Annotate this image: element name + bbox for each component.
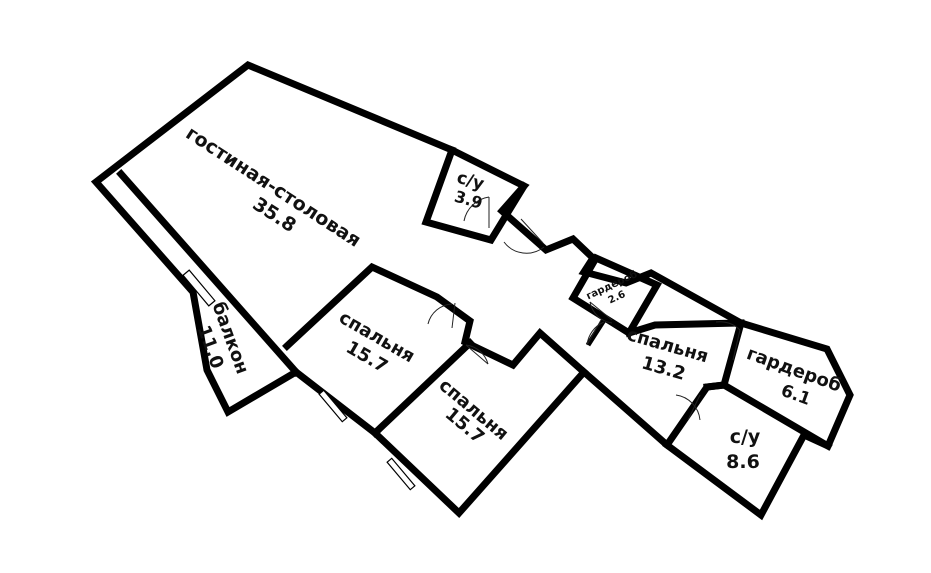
corridor-door-leaf	[520, 218, 544, 244]
closet1-walls	[568, 253, 662, 338]
room-label-wc2-area: 8.6	[726, 451, 760, 473]
wc2-door-leaf	[687, 394, 701, 421]
closet2-wc2-wall	[719, 380, 833, 451]
closet2-door-leaf	[732, 329, 741, 361]
room-label-living-name: гостиная-столовая	[182, 122, 365, 252]
corridor-door-swing	[503, 241, 545, 254]
bedroom-block-walls	[282, 262, 589, 377]
balcony-wall	[116, 169, 301, 377]
bedroom1-window	[318, 389, 348, 423]
closet1-door-swing	[589, 301, 613, 324]
room-labels: гостиная-столовая 35.8 с/у 3.9 гардероб …	[182, 122, 844, 473]
balcony-window	[182, 269, 216, 307]
doors	[427, 196, 741, 421]
bedroom3-door-leaf	[586, 319, 602, 346]
corridor-wall	[624, 319, 745, 338]
windows	[182, 269, 416, 491]
wc2-door-swing	[675, 394, 701, 421]
closet2-outer	[703, 381, 728, 391]
bedroom2-door-leaf	[465, 344, 489, 365]
bedroom2-door-swing	[465, 344, 489, 365]
closet2-door-swing	[715, 321, 741, 331]
bedroom1-door-swing	[427, 303, 453, 325]
bedroom3-door-swing	[586, 321, 605, 346]
closet1-door-leaf	[589, 301, 613, 321]
room-label-wc2-name: с/у	[730, 426, 761, 448]
wc1-walls	[421, 145, 529, 245]
outer-wall	[90, 60, 854, 521]
wc1-door-swing	[463, 196, 490, 222]
walls	[90, 60, 854, 521]
bedroom2-window	[386, 457, 416, 491]
bedroom1-bedroom2-wall	[370, 338, 475, 438]
closet1-door-wall	[585, 318, 607, 347]
bedroom1-door-leaf	[451, 302, 456, 329]
